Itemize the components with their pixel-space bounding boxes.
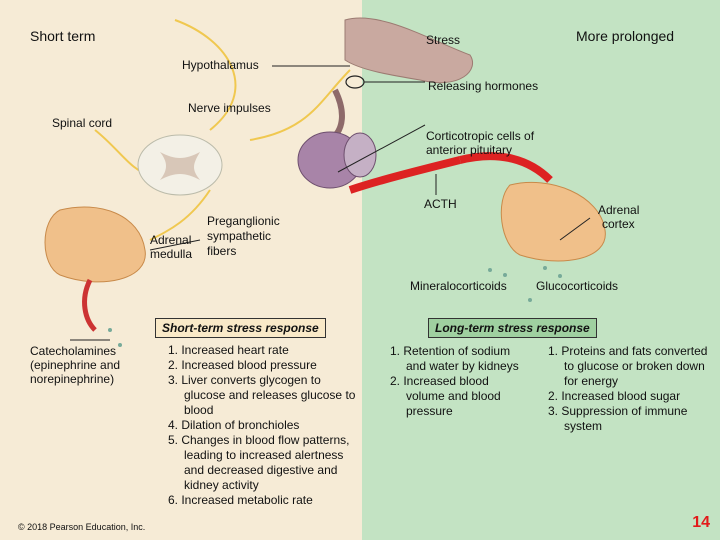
- list-item: 1. Proteins and fats converted to glucos…: [548, 344, 708, 388]
- long-term-glucose-list: 1. Proteins and fats converted to glucos…: [548, 344, 714, 434]
- list-item: 2. Increased blood pressure: [168, 358, 317, 372]
- short-term-response-list: 1. Increased heart rate 2. Increased blo…: [168, 343, 360, 508]
- preganglionic-label-3: fibers: [207, 244, 237, 258]
- nerve-fiber: [174, 19, 237, 131]
- list-item: 5. Changes in blood flow patterns, leadi…: [168, 433, 350, 492]
- posterior-pituitary: [343, 132, 377, 178]
- hypothalamus-tissue: [344, 17, 473, 84]
- nerve-fiber: [149, 189, 211, 241]
- hormone-dot: [558, 274, 562, 278]
- list-item: 1. Retention of sodium and water by kidn…: [390, 344, 519, 373]
- releasing-hormones-label: Releasing hormones: [428, 79, 539, 93]
- corticotropic-leader: [337, 124, 426, 173]
- list-item: 3. Suppression of immune system: [548, 404, 688, 433]
- spinal-grey-matter: [160, 152, 200, 180]
- medulla-leader: [149, 239, 201, 251]
- acth-label: ACTH: [424, 197, 457, 211]
- catecholamines-label-3: norepinephrine): [30, 372, 115, 386]
- right-adrenal-gland: [500, 181, 606, 262]
- glucocorticoids-label: Glucocorticoids: [536, 279, 619, 293]
- list-item: 2. Increased blood volume and blood pres…: [390, 374, 501, 418]
- adrenal-cortex-leader: [559, 217, 591, 241]
- hypothalamus-label: Hypothalamus: [182, 58, 259, 72]
- list-item: 3. Liver converts glycogen to glucose an…: [168, 373, 356, 417]
- adrenal-cortex-label-1: Adrenal: [598, 203, 640, 217]
- stress-label: Stress: [426, 33, 461, 47]
- long-term-response-box: Long-term stress response: [428, 318, 597, 338]
- long-term-panel: [362, 0, 720, 540]
- hormone-dot: [118, 343, 122, 347]
- list-item: 4. Dilation of bronchioles: [168, 418, 300, 432]
- adrenal-medulla-label-2: medulla: [150, 247, 193, 261]
- mineralocorticoids-label: Mineralocorticoids: [410, 279, 507, 293]
- preganglionic-label-1: Preganglionic: [207, 214, 280, 228]
- adrenal-vessel: [82, 278, 97, 332]
- copyright: © 2018 Pearson Education, Inc.: [18, 522, 146, 532]
- hypothalamus-node: [345, 75, 365, 89]
- more-prolonged-label: More prolonged: [576, 28, 675, 44]
- list-item: 6. Increased metabolic rate: [168, 493, 313, 507]
- left-adrenal-gland: [44, 206, 146, 283]
- preganglionic-label-2: sympathetic: [207, 229, 272, 243]
- blood-vessel: [459, 152, 553, 183]
- blood-vessel: [348, 156, 461, 194]
- hormone-dot: [108, 328, 112, 332]
- long-term-kidney-list: 1. Retention of sodium and water by kidn…: [390, 344, 530, 419]
- catecholamines-label-1: Catecholamines: [30, 344, 117, 358]
- hormone-dot: [488, 268, 492, 272]
- hormone-dot: [503, 273, 507, 277]
- hormone-dot: [528, 298, 532, 302]
- slide-number: 14: [692, 514, 710, 531]
- adrenal-medulla-label-1: Adrenal: [150, 233, 192, 247]
- list-item: 2. Increased blood sugar: [548, 389, 681, 403]
- short-term-response-box: Short-term stress response: [155, 318, 326, 338]
- list-item: 1. Increased heart rate: [168, 343, 289, 357]
- corticotropic-label-1: Corticotropic cells of: [426, 129, 535, 143]
- spinal-cord-label: Spinal cord: [52, 116, 113, 130]
- adrenal-cortex-label-2: cortex: [602, 217, 635, 231]
- nerve-impulses-label: Nerve impulses: [188, 101, 271, 115]
- hormone-dot: [543, 266, 547, 270]
- corticotropic-label-2: anterior pituitary: [426, 143, 513, 157]
- nerve-fiber: [249, 69, 351, 141]
- catecholamines-label-2: (epinephrine and: [30, 358, 121, 372]
- short-term-label: Short term: [30, 28, 96, 44]
